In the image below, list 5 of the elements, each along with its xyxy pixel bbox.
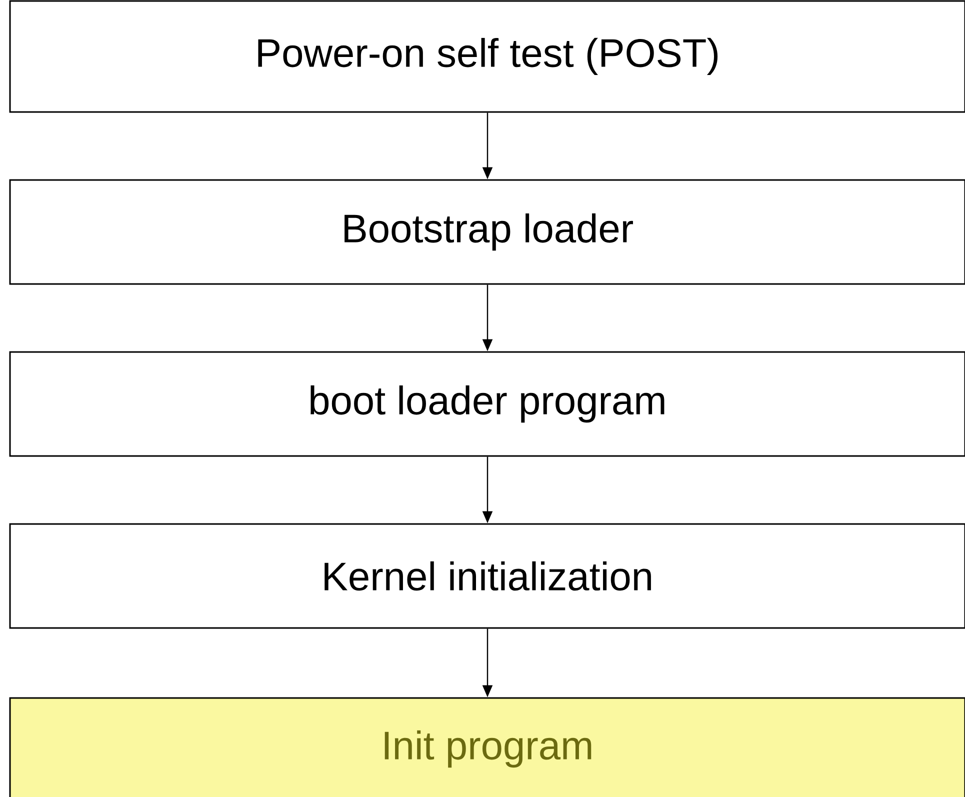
process-box: Power-on self test (POST) [9, 0, 965, 113]
process-box: Bootstrap loader [9, 179, 965, 285]
process-box: Kernel initialization [9, 523, 965, 629]
process-box: boot loader program [9, 351, 965, 457]
process-box: Init program [9, 697, 965, 797]
